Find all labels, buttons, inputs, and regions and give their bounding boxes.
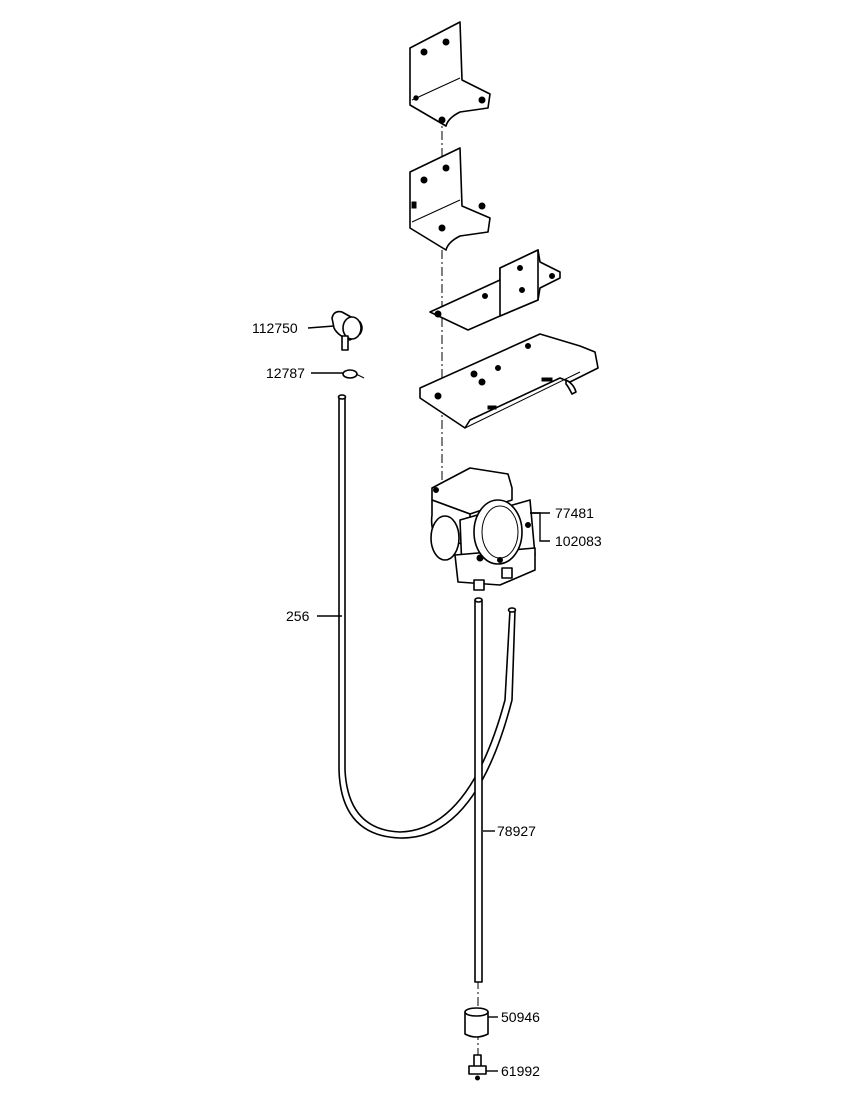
tube-78927-part xyxy=(474,597,483,983)
mounting-plate-long xyxy=(419,333,599,429)
callout-50946: 50946 xyxy=(501,1009,540,1025)
leader-line-112750 xyxy=(307,325,335,329)
pressure-switch-part xyxy=(331,310,363,351)
fitting-part xyxy=(468,1054,487,1081)
callout-61992: 61992 xyxy=(501,1063,540,1079)
mounting-plate-upright xyxy=(429,249,561,331)
leader-bracket-102083 xyxy=(530,512,550,542)
callout-77481: 77481 xyxy=(555,505,594,521)
mounting-bracket-top xyxy=(409,21,491,127)
sleeve-part xyxy=(464,1007,489,1038)
callout-112750: 112750 xyxy=(252,320,298,336)
callout-256: 256 xyxy=(286,608,310,624)
mounting-bracket-second xyxy=(409,147,491,251)
gauge-assembly xyxy=(430,467,536,591)
callout-78927: 78927 xyxy=(497,823,536,839)
clip-part xyxy=(342,369,365,379)
tube-256-part xyxy=(337,394,517,839)
callout-12787: 12787 xyxy=(266,365,305,381)
callout-102083: 102083 xyxy=(555,533,602,549)
